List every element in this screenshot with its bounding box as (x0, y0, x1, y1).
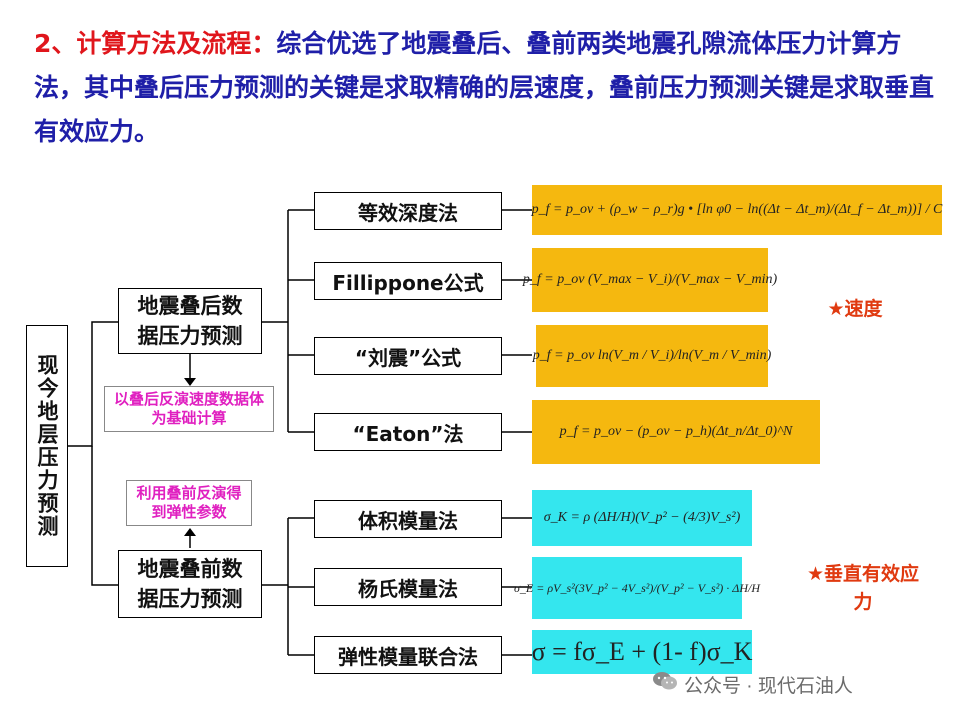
group-label: 地震叠后数据压力预测 (137, 294, 243, 348)
star-velocity: ★速度 (827, 298, 883, 320)
group-label: 地震叠前数据压力预测 (137, 557, 243, 611)
watermark: 公众号 · 现代石油人 (652, 670, 853, 698)
method-fillippone: Fillippone公式 (314, 262, 502, 300)
formula-combined-modulus: σ = fσ_E + (1- f)σ_K (532, 630, 752, 674)
page-title: 2、计算方法及流程：综合优选了地震叠后、叠前两类地震孔隙流体压力计算方法，其中叠… (34, 22, 934, 154)
method-eaton: “Eaton”法 (314, 413, 502, 451)
formula-eaton: p_f = p_ov − (p_ov − p_h)(Δt_n/Δt_0)^N (532, 400, 820, 464)
formula-equivalent-depth: p_f = p_ov + (ρ_w − ρ_r)g • [ln φ0 − ln(… (532, 185, 942, 235)
wechat-icon (652, 670, 678, 698)
formula-liuzhen: p_f = p_ov ln(V_m / V_i)/ln(V_m / V_min) (533, 325, 771, 387)
method-equivalent-depth: 等效深度法 (314, 192, 502, 230)
method-youngs-modulus: 杨氏模量法 (314, 568, 502, 606)
root-label: 现今地层压力预测 (35, 354, 59, 538)
formula-fillippone: p_f = p_ov (V_max − V_i)/(V_max − V_min) (523, 248, 777, 312)
method-bulk-modulus: 体积模量法 (314, 500, 502, 538)
group-prestack: 地震叠前数据压力预测 (118, 550, 262, 618)
watermark-text: 公众号 · 现代石油人 (684, 675, 853, 697)
root-node: 现今地层压力预测 (26, 325, 68, 567)
method-liuzhen: “刘震”公式 (314, 337, 502, 375)
note-prestack: 利用叠前反演得到弹性参数 (126, 480, 252, 526)
formula-bulk-modulus: σ_K = ρ (ΔH/H)(V_p² − (4/3)V_s²) (532, 490, 752, 546)
formula-youngs-modulus: σ_E = ρV_s²(3V_p² − 4V_s²)/(V_p² − V_s²)… (514, 557, 760, 619)
title-body: 综合优选了地震叠后、叠前两类地震孔隙流体压力计算方法，其中叠后压力预测的关键是求… (34, 29, 935, 146)
star-vertical-effective-stress: ★垂直有效应力 (806, 563, 920, 613)
note-poststack: 以叠后反演速度数据体为基础计算 (104, 386, 274, 432)
title-lead: 2、计算方法及流程： (34, 29, 277, 58)
group-poststack: 地震叠后数据压力预测 (118, 288, 262, 354)
method-combined-modulus: 弹性模量联合法 (314, 636, 502, 674)
